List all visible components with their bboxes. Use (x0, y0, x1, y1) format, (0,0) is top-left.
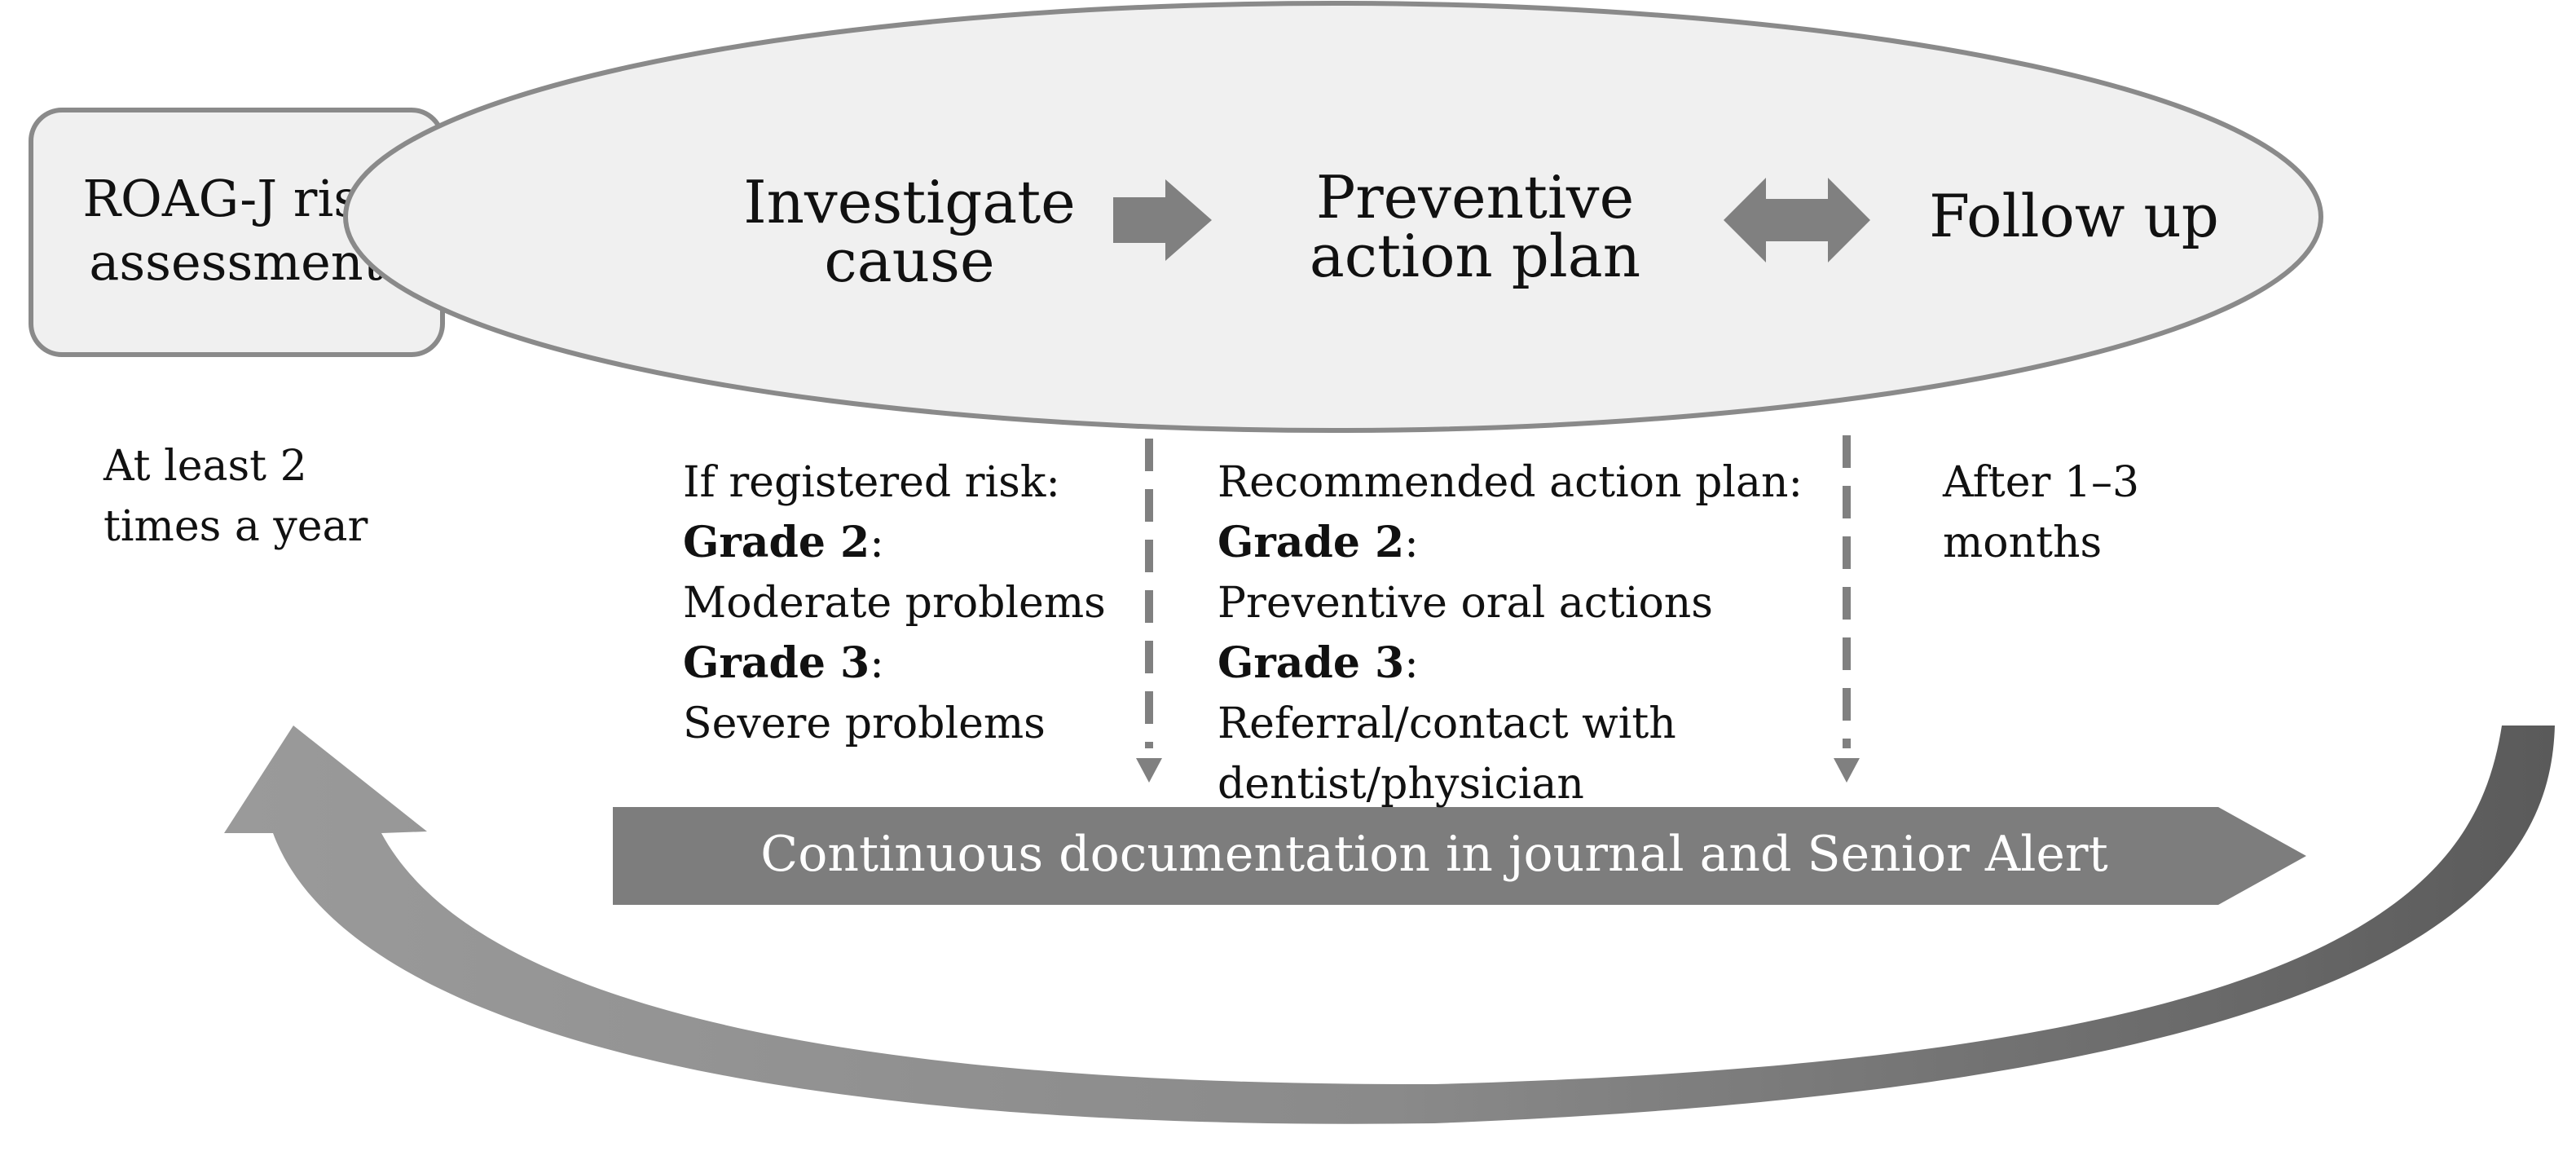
risk-assessment-label-line1: ROAG-J risk (82, 169, 390, 228)
down-arrowhead-icon (1834, 758, 1860, 783)
grade3-label: Grade 3 (683, 638, 870, 688)
documentation-banner (613, 807, 2306, 905)
grade3-description: Severe problems (683, 699, 1046, 748)
documentation-banner-label: Continuous documentation in journal and … (760, 826, 2107, 883)
grade3-action-line1: Referral/contact with (1218, 699, 1676, 748)
recommended-plan-note: Recommended action plan: Grade 2: Preven… (1218, 452, 1803, 814)
grade2-action: Preventive oral actions (1218, 579, 1713, 628)
frequency-note-line1: At least 2 (103, 442, 307, 491)
recommended-plan-intro: Recommended action plan: (1218, 458, 1803, 507)
follow-up-timing-line2: months (1943, 518, 2103, 567)
investigate-cause-label-line1: Investigate (743, 168, 1076, 236)
frequency-note: At least 2 times a year (103, 436, 368, 557)
frequency-note-line2: times a year (103, 502, 368, 551)
follow-up-timing-note: After 1–3 months (1943, 452, 2139, 573)
registered-risk-intro: If registered risk: (683, 458, 1060, 507)
follow-up-timing-line1: After 1–3 (1943, 458, 2140, 507)
grade2-description: Moderate problems (683, 579, 1106, 628)
follow-up-label: Follow up (1929, 182, 2219, 250)
grade3-action-line2: dentist/physician (1218, 760, 1584, 809)
down-arrowhead-icon (1136, 758, 1162, 783)
investigate-cause-label-line2: cause (824, 227, 994, 295)
preventive-action-plan-label-line2: action plan (1310, 222, 1640, 290)
registered-risk-note: If registered risk: Grade 2: Moderate pr… (683, 452, 1106, 754)
preventive-action-plan-label-line1: Preventive (1316, 163, 1634, 232)
double-arrow-icon (1724, 178, 1870, 262)
grade2-label: Grade 2 (1218, 518, 1405, 567)
grade3-label: Grade 3 (1218, 638, 1405, 688)
right-arrow-icon (1113, 179, 1212, 261)
risk-assessment-label-line2: assessment (89, 232, 383, 292)
process-ellipse (343, 1, 2323, 433)
grade2-label: Grade 2 (683, 518, 870, 567)
